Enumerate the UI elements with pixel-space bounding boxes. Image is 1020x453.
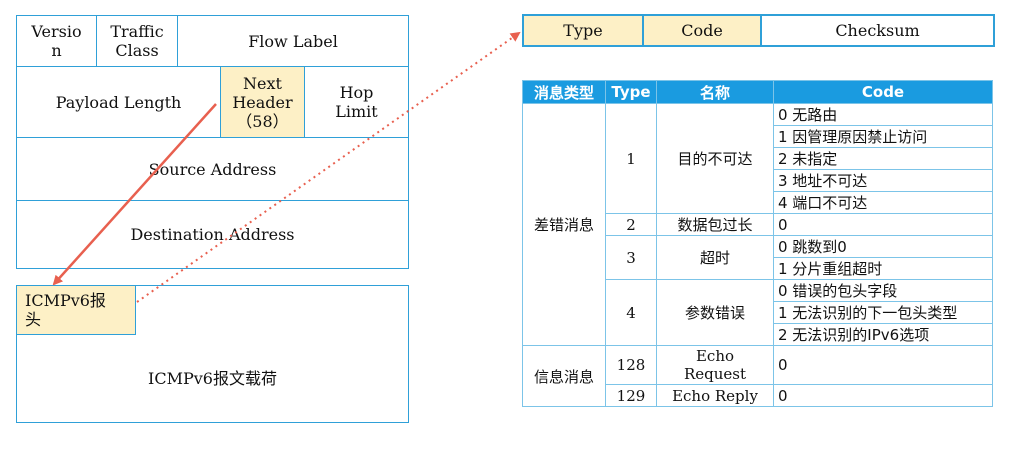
code-cell: 1 分片重组超时 <box>773 257 993 280</box>
destination-address-field: Destination Address <box>17 200 408 268</box>
type-cell: 1 <box>605 103 657 214</box>
icmpv6-packet: ICMPv6报 头 ICMPv6报文载荷 <box>16 285 409 423</box>
code-cell: 1 无法识别的下一包头类型 <box>773 301 993 324</box>
code-field: Code <box>642 16 760 45</box>
source-address-field: Source Address <box>17 137 408 200</box>
next-header-arrow <box>52 103 217 286</box>
header-type: Type <box>605 80 657 104</box>
table-header-row: 消息类型 Type 名称 Code <box>522 80 993 104</box>
code-cell: 2 未指定 <box>773 147 993 170</box>
category-info-messages: 信息消息 <box>522 345 606 407</box>
ipv6-header: Versio n Traffic Class Flow Label Payloa… <box>16 15 409 269</box>
code-cell: 2 无法识别的IPv6选项 <box>773 323 993 346</box>
type-cell: 2 <box>605 213 657 236</box>
code-cell: 0 错误的包头字段 <box>773 279 993 302</box>
icmp-header-arrow <box>136 31 521 303</box>
header-name: 名称 <box>656 80 774 104</box>
type-cell: 128 <box>605 345 657 385</box>
table-row: 129 Echo Reply 0 <box>523 384 993 407</box>
table-row: 4 参数错误 0 错误的包头字段 <box>523 279 993 346</box>
flow-label-field: Flow Label <box>177 16 408 66</box>
table-row: 信息消息 128 Echo Request 0 <box>522 345 993 407</box>
code-cell: 0 <box>773 345 993 385</box>
type-cell: 4 <box>605 279 657 346</box>
name-cell: 数据包过长 <box>656 213 774 236</box>
category-error-messages: 差错消息 <box>522 103 606 346</box>
checksum-field: Checksum <box>760 16 993 45</box>
header-code: Code <box>773 80 993 104</box>
code-cell: 4 端口不可达 <box>773 191 993 214</box>
table-row: 1 无法识别的下一包头类型 <box>523 301 993 324</box>
next-header-field: Next Header （58） <box>220 66 304 137</box>
header-message-type: 消息类型 <box>522 80 606 104</box>
version-field: Versio n <box>31 22 82 60</box>
code-cell: 3 地址不可达 <box>773 169 993 192</box>
table-row: 差错消息 1 目的不可达 0 无路由 <box>522 103 993 346</box>
type-cell: 3 <box>605 235 657 280</box>
table-row: 1 因管理原因禁止访问 <box>523 125 993 148</box>
type-field: Type <box>524 16 642 45</box>
code-cell: 0 跳数到0 <box>773 235 993 258</box>
name-cell: Echo Reply <box>656 384 774 407</box>
table-row: 3 超时 0 跳数到0 <box>523 235 993 280</box>
payload-length-field: Payload Length <box>17 66 220 137</box>
table-row: 4 端口不可达 <box>523 191 993 214</box>
name-cell: 参数错误 <box>656 279 774 346</box>
icmp-message-table: 消息类型 Type 名称 Code 差错消息 1 目的不可达 0 无路由 1 因… <box>522 80 993 407</box>
name-cell: 超时 <box>656 235 774 280</box>
icmpv6-payload: ICMPv6报文载荷 <box>148 369 277 388</box>
icmpv6-header-field: ICMPv6报 头 <box>17 286 136 335</box>
traffic-class-field: Traffic Class <box>96 16 177 66</box>
code-cell: 0 <box>773 213 993 236</box>
name-cell: 目的不可达 <box>656 103 774 214</box>
type-cell: 129 <box>605 384 657 407</box>
name-cell: Echo Request <box>656 345 774 385</box>
code-cell: 0 无路由 <box>773 103 993 126</box>
table-row: 2 未指定 <box>523 147 993 170</box>
code-cell: 0 <box>773 384 993 407</box>
icmp-header-fields: Type Code Checksum <box>522 14 995 47</box>
code-cell: 1 因管理原因禁止访问 <box>773 125 993 148</box>
hop-limit-field: Hop Limit <box>304 66 408 137</box>
